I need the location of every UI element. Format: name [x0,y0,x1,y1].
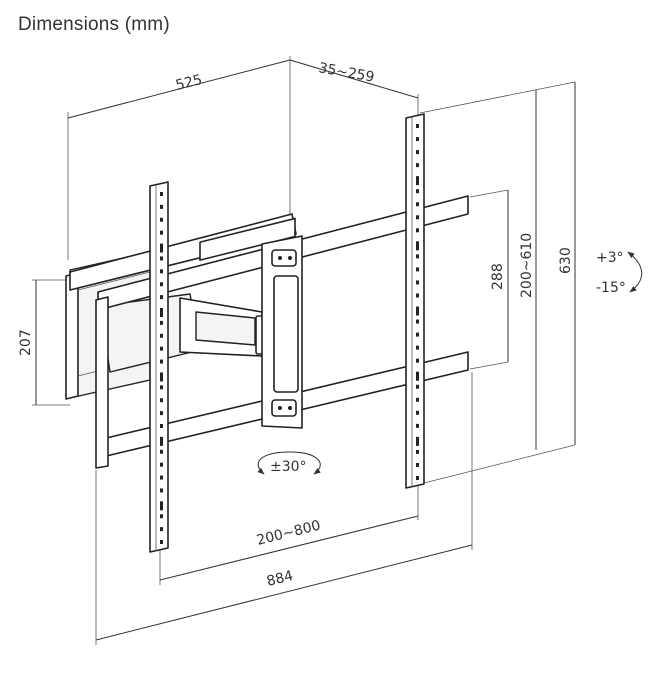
mount-hole [416,306,419,316]
mount-hole [416,124,419,128]
mount-hole [160,436,163,446]
mount-hole [416,215,419,220]
mount-hole [416,384,419,389]
mount-hole [416,254,419,259]
mount-hole [160,385,163,390]
mount-hole [416,371,419,381]
mount-hole [416,150,419,155]
mount-hole [416,358,419,363]
mount-hole [416,267,419,272]
mount-hole [160,308,163,317]
mount-hole [160,256,163,261]
right-vesa-bracket [405,113,425,489]
mount-hole [160,527,163,532]
mount-hole [416,228,419,233]
left-frame [95,296,109,469]
mount-hole [416,436,419,446]
mount-hole [160,359,163,364]
mount-hole [160,449,163,454]
mount-hole [160,333,163,338]
label-height-outer: 630 [558,247,574,274]
mount-hole [160,217,163,222]
ext-line [419,444,576,485]
ext-line [469,361,509,370]
mount-hole [160,501,163,511]
mount-hole [416,202,419,207]
dim-line-width-vesa [159,515,419,581]
label-height-vesa: 200~610 [519,233,535,298]
articulating-arm [99,293,267,373]
mount-hole [416,293,419,298]
mount-hole [416,176,419,186]
mount-hole [416,332,419,337]
mount-hole [160,488,163,493]
tilt-indicator: +3° -15° [596,250,643,296]
label-swivel: ±30° [270,459,307,475]
mount-hole [160,424,163,428]
swivel-indicator: ±30° [257,451,321,475]
mount-hole [416,462,419,467]
mount-hole [416,241,419,251]
mount-hole [160,204,163,209]
mount-hole [160,320,163,325]
mount-hole [416,423,419,428]
mount-hole [416,449,419,454]
left-vesa-bracket [149,181,169,553]
mount-hole [160,192,163,196]
page-title: Dimensions (mm) [18,14,170,35]
dim-line-depth-total [67,59,291,119]
tilt-arrow-icon [627,251,643,293]
mount-hole [416,137,419,142]
mount-hole [160,243,163,253]
label-depth-total: 525 [174,72,204,94]
mount-hole [160,230,163,235]
mount-hole [160,411,163,416]
label-tilt-up: +3° [596,250,624,266]
label-depth-range: 35~259 [317,60,375,86]
mount-hole [160,514,163,519]
mount-hole [160,462,163,467]
mount-hole [160,475,163,480]
ext-line [469,189,509,198]
mount-hole [416,345,419,350]
mount-hole [416,410,419,415]
swivel-arrow-icon [257,451,321,475]
mount-hole [416,280,419,285]
dim-line-width-total [95,544,473,641]
mount-hole [416,189,419,194]
mount-hole [416,163,419,168]
mount-hole [160,398,163,403]
label-width-total: 884 [265,568,295,590]
mount-hole [416,476,419,480]
label-tilt-down: -15° [596,280,626,296]
mount-hole [160,372,163,382]
mount-hole [416,397,419,402]
mount-hole [160,282,163,287]
label-height-wall: 207 [18,329,34,356]
ext-line [419,81,576,114]
label-height-plate: 288 [490,263,506,290]
mount-hole [160,295,163,300]
mount-hole [160,540,163,544]
mount-hole [416,319,419,324]
label-width-vesa: 200~800 [255,518,322,549]
dimension-lines [32,56,576,645]
mount-hole [160,346,163,351]
mount-hole [160,269,163,274]
dim-line-depth-range [289,59,419,99]
center-carriage [261,235,303,429]
